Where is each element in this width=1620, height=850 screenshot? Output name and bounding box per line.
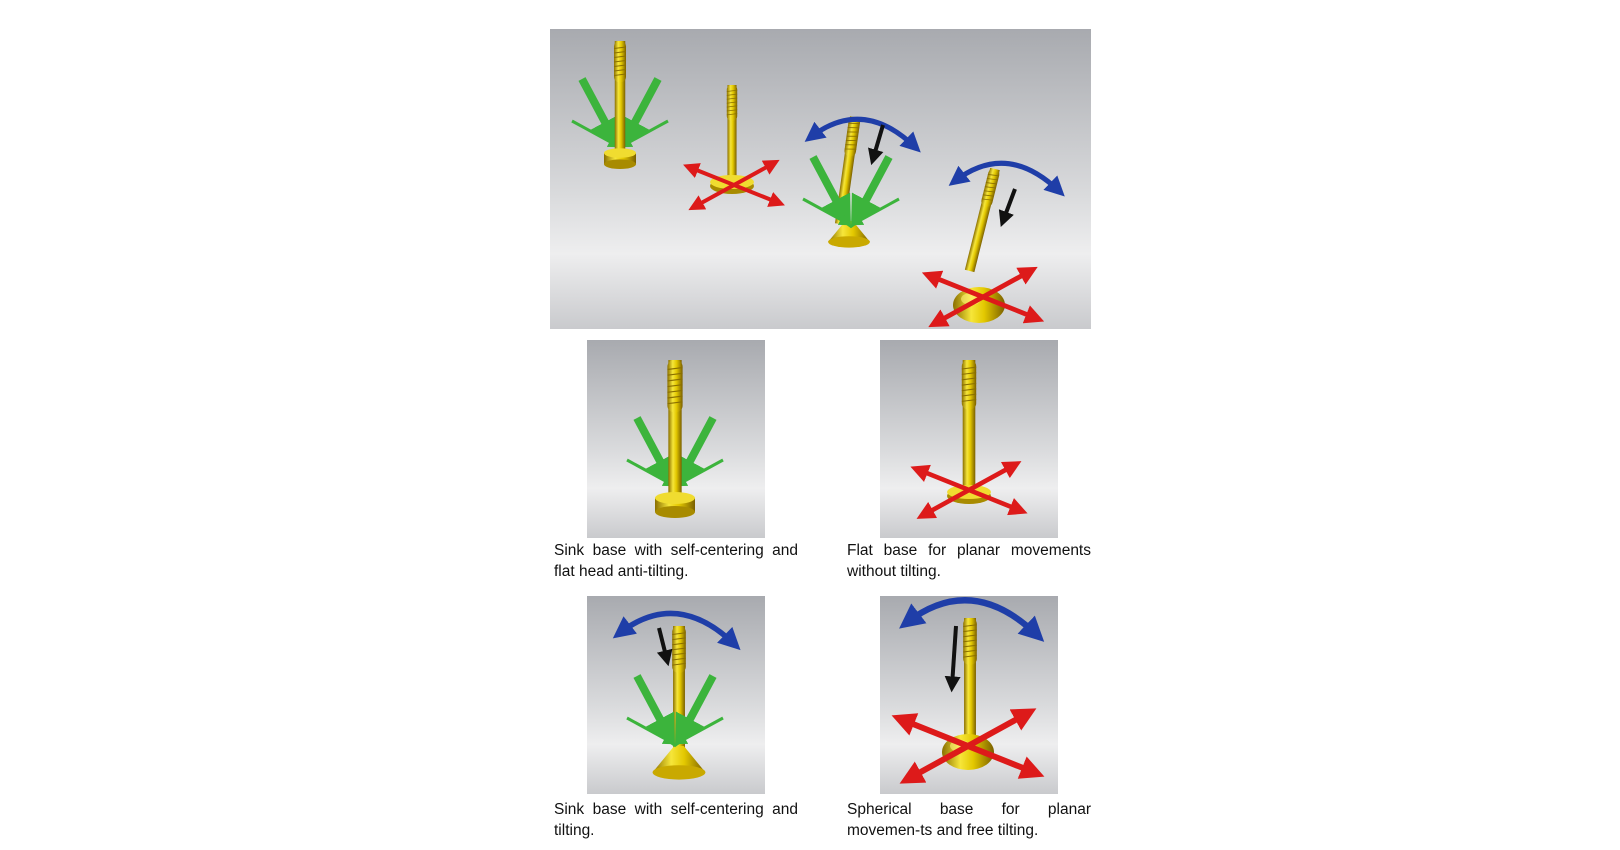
image-sink-tilting <box>587 596 765 794</box>
image-sink-flat-head <box>587 340 765 538</box>
screw-spherical-base <box>929 163 1059 323</box>
image-flat-base <box>880 340 1058 538</box>
screw-sink-tilting <box>803 115 915 248</box>
hero-overview-image <box>550 29 1091 329</box>
caption-flat-base: Flat base for planar movements without t… <box>847 542 1091 580</box>
image-spherical-base <box>880 596 1058 794</box>
caption-spherical-base: Spherical base for planar movemen-ts and… <box>847 801 1091 839</box>
caption-sink-flat-head: Sink base with self-centering and flat h… <box>554 542 798 580</box>
caption-sink-tilting: Sink base with self-centering and tiltin… <box>554 801 798 839</box>
